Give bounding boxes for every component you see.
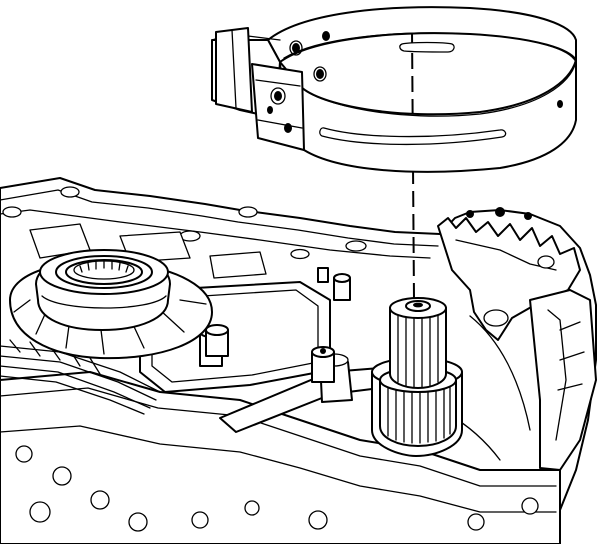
input-shaft-splines xyxy=(371,297,463,457)
ribbed-channel xyxy=(0,339,161,415)
transmission-case xyxy=(0,177,597,544)
lower-bolt-bosses xyxy=(15,445,539,532)
servo-band xyxy=(211,6,577,173)
seal-housing xyxy=(9,249,229,360)
rim-bolt-bosses xyxy=(2,186,367,260)
